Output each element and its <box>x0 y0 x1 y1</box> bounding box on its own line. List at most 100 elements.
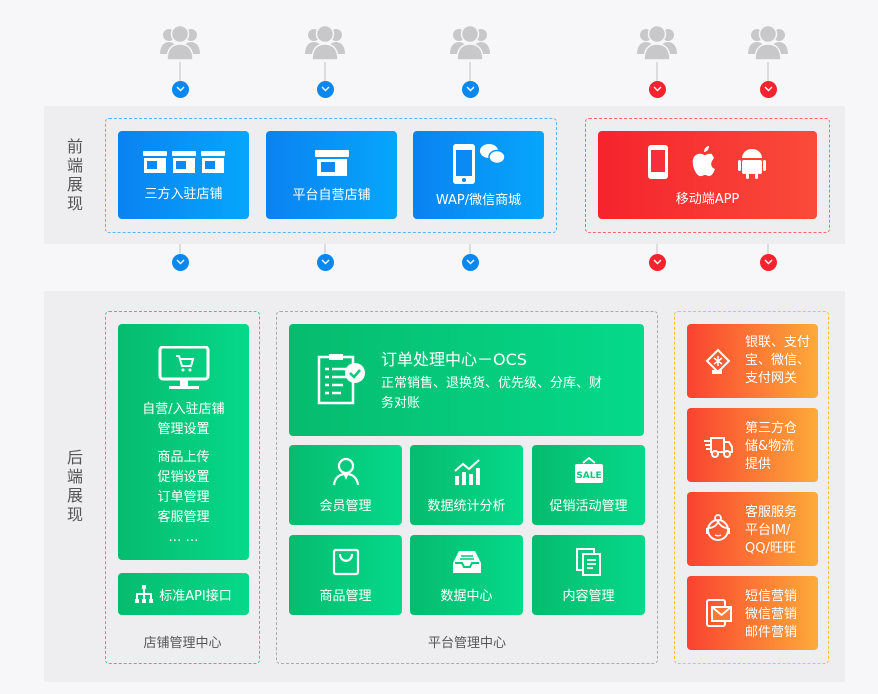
chevron-down-icon <box>316 80 334 98</box>
users-icon <box>305 24 345 60</box>
chart-icon <box>453 458 480 485</box>
card-third-party-stores[interactable]: 三方入驻店铺 <box>118 131 249 219</box>
connector-line <box>767 233 769 255</box>
users-icon <box>637 24 677 60</box>
chevron-down-icon <box>171 80 189 98</box>
store-center-footer: 店铺管理中心 <box>143 636 222 651</box>
message-icon <box>706 599 732 627</box>
connector-line <box>324 233 326 255</box>
chevron-down-icon <box>171 253 189 271</box>
store-feature-item: … … <box>168 530 199 545</box>
platform-center-footer: 平台管理中心 <box>427 636 506 651</box>
svg-text:SALE: SALE <box>576 471 601 481</box>
service-card-truck[interactable]: 第三方仓储&物流提供 <box>687 408 818 482</box>
service-line: 储&物流 <box>745 439 795 454</box>
phone-wechat-icon <box>452 143 506 184</box>
module-label: 内容管理 <box>562 588 615 604</box>
card-wap-wechat-mall[interactable]: WAP/微信商城 <box>413 131 544 219</box>
connector-line <box>656 233 658 255</box>
card-mobile-app[interactable]: 移动端APP <box>598 131 817 219</box>
service-line: 提供 <box>745 457 772 472</box>
service-line: 银联、支付 <box>745 335 811 350</box>
module-label: 促销活动管理 <box>549 498 628 514</box>
service-card-customer-service[interactable]: 客服服务平台IM/QQ/旺旺 <box>687 492 818 566</box>
users-icon <box>160 24 200 60</box>
store-title-1: 自营/入驻店铺 <box>142 402 225 417</box>
service-line: 平台IM/ <box>745 523 791 538</box>
web-group <box>105 118 557 233</box>
network-icon <box>135 585 154 603</box>
chevron-down-icon <box>461 80 479 98</box>
connector-line <box>179 233 181 255</box>
chevron-down-icon <box>316 253 334 271</box>
api-card[interactable]: 标准API接口 <box>118 573 249 615</box>
card-label: 平台自营店铺 <box>292 187 371 203</box>
module-sale-sign[interactable]: SALE 促销活动管理 <box>532 445 645 525</box>
store-center-group <box>105 311 260 664</box>
service-line: 短信营销 <box>745 589 798 604</box>
mobile-group <box>585 118 830 233</box>
payment-icon <box>705 348 731 374</box>
card-label: 移动端APP <box>675 191 740 207</box>
module-user[interactable]: 会员管理 <box>289 445 402 525</box>
store-title-2: 管理设置 <box>157 422 210 437</box>
inbox-icon <box>452 550 481 573</box>
service-line: 邮件营销 <box>745 625 798 640</box>
connector-line <box>656 62 658 82</box>
service-line: 第三方仓 <box>745 421 798 436</box>
store-feature-item: 客服管理 <box>157 510 210 525</box>
user-icon <box>332 457 359 485</box>
chevron-down-icon <box>759 253 777 271</box>
service-line: 客服服务 <box>745 505 798 520</box>
card-label: WAP/微信商城 <box>435 192 522 208</box>
bag-icon <box>332 548 359 575</box>
module-chart[interactable]: 数据统计分析 <box>410 445 523 525</box>
back-label: 后端展现 <box>66 448 83 524</box>
store-feature-item: 促销设置 <box>157 470 210 485</box>
card-label: 三方入驻店铺 <box>144 186 223 202</box>
card-self-operated-store[interactable]: 平台自营店铺 <box>266 131 397 219</box>
module-inbox[interactable]: 数据中心 <box>410 535 523 615</box>
ocs-title: 订单处理中心－OCS <box>381 350 527 369</box>
users-icon <box>450 24 490 60</box>
ocs-card[interactable]: 订单处理中心－OCS 正常销售、退换货、优先级、分库、财务对账 <box>289 324 644 436</box>
service-line: 微信营销 <box>745 607 798 622</box>
service-card-payment[interactable]: 银联、支付宝、微信、支付网关 <box>687 324 818 398</box>
chevron-down-icon <box>759 80 777 98</box>
module-label: 会员管理 <box>319 498 372 514</box>
service-line: 宝、微信、 <box>745 353 811 368</box>
platform-center-group <box>276 311 658 664</box>
order-checklist-icon <box>317 354 365 405</box>
monitor-cart-icon <box>158 346 209 389</box>
customer-service-icon <box>706 514 730 541</box>
service-line: QQ/旺旺 <box>745 541 796 556</box>
ocs-description: 正常销售、退换货、优先级、分库、财务对账 <box>381 376 603 411</box>
store-settings-card[interactable]: 自营/入驻店铺 管理设置 商品上传促销设置订单管理客服管理 … … <box>118 324 249 560</box>
truck-icon <box>704 437 733 458</box>
documents-icon <box>575 547 601 576</box>
sale-sign-icon: SALE <box>574 456 603 483</box>
chevron-down-icon <box>648 80 666 98</box>
store-feature-item: 商品上传 <box>157 450 210 465</box>
connector-line <box>469 62 471 82</box>
module-label: 数据统计分析 <box>427 498 506 514</box>
module-label: 商品管理 <box>319 588 372 604</box>
three-stores-icon <box>142 150 225 173</box>
service-card-message[interactable]: 短信营销微信营销邮件营销 <box>687 576 818 650</box>
store-feature-item: 订单管理 <box>157 490 210 505</box>
chevron-down-icon <box>461 253 479 271</box>
module-label: 数据中心 <box>440 588 493 604</box>
services-group <box>674 311 829 664</box>
chevron-down-icon <box>648 253 666 271</box>
connector-line <box>469 233 471 255</box>
module-bag[interactable]: 商品管理 <box>289 535 402 615</box>
store-icon <box>314 149 349 176</box>
front-label: 前端展现 <box>66 137 83 213</box>
connector-line <box>324 62 326 82</box>
module-documents[interactable]: 内容管理 <box>532 535 645 615</box>
mobile-apple-android-icon <box>647 144 766 179</box>
connector-line <box>767 62 769 82</box>
users-icon <box>748 24 788 60</box>
connector-line <box>179 62 181 82</box>
service-line: 支付网关 <box>745 371 798 386</box>
